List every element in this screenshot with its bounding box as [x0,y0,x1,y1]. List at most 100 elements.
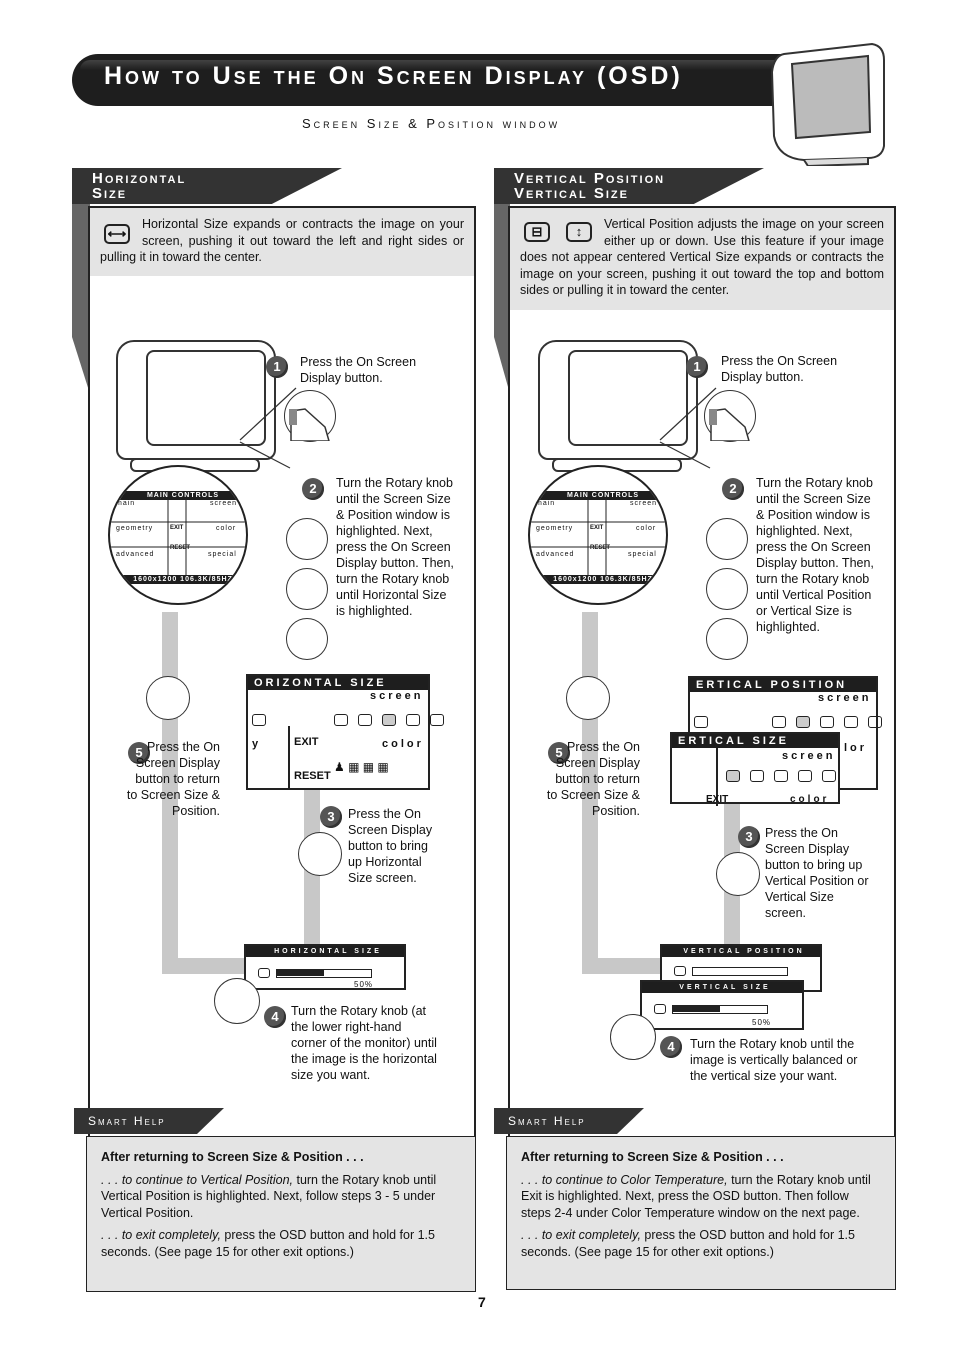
osd-status-bar: 1600x1200 106.3K/85HZ [530,575,666,584]
help-heading: After returning to Screen Size & Positio… [101,1150,364,1164]
osd-main-label: main [536,500,556,507]
title-bar [72,54,792,106]
horizontal-arrows-icon [820,716,834,728]
zoom-lines [239,387,297,469]
intro-text: ⟷ Horizontal Size expands or contracts t… [90,208,474,276]
help-paragraph-2: . . . to exit completely, press the OSD … [521,1227,881,1260]
intro-paragraph: Vertical Position adjusts the image on y… [520,217,884,297]
vertical-arrows-icon [654,1004,666,1014]
horizontal-arrows-icon: ⟷ [104,224,130,244]
osd-window-title: ORIZONTAL SIZE [248,676,428,690]
help-paragraph-1: . . . to continue to Color Temperature, … [521,1172,881,1222]
slider-fill [673,1006,720,1012]
horizontal-arrows-icon [258,968,270,978]
step-number-3: 3 [320,806,342,828]
square-icon [694,716,708,728]
osd-window-title: ERTICAL POSITION [690,678,876,692]
intro-text: ⊟ ↕ Vertical Position adjusts the image … [510,208,894,310]
tab-line: Vertical Position [514,170,666,187]
rotary-knob-icon [706,618,748,660]
step-3-text: Press the On Screen Display button to br… [348,807,433,885]
slider-fill [277,970,324,976]
page-title: How to Use the On Screen Display (OSD) [104,62,683,90]
osd-special-label: special [628,551,657,558]
osd-exit-label: EXIT [590,525,604,531]
help-emphasis: . . . to exit completely, [521,1228,641,1242]
rotary-knob-icon [214,978,260,1024]
osd-screen-label: screen [782,750,836,762]
vertical-position-slider[interactable] [692,967,788,976]
step-2-text: Turn the Rotary knob until the Screen Si… [756,476,874,634]
intro-paragraph: Horizontal Size expands or contracts the… [100,217,464,264]
osd-y-label: y [252,738,259,750]
page-number: 7 [478,1294,486,1310]
bar-percent: 50% [354,980,374,989]
color-preset-icons: ♟ ▦ ▦ ▦ [334,760,389,774]
vertical-position-icon: ⊟ [524,222,550,242]
osd-reset-label: RESET [170,545,191,551]
gear-icon [430,714,444,726]
vertical-position-icon [750,770,764,782]
help-text: press the OSD button and hold for 1.5 se… [101,1228,435,1259]
rotary-knob-icon [610,1014,656,1060]
smart-help-tab: Smart Help [494,1108,644,1134]
tab-line: Size [92,185,128,202]
osd-status-bar: 1600x1200 106.3K/85HZ [110,575,246,584]
tab-line: Horizontal [92,170,187,187]
horizontal-position-icon [844,716,858,728]
step-4-text: Turn the Rotary knob (at the lower right… [291,1004,437,1082]
finger-press-icon [284,390,336,442]
section-tab-horizontal-size: Horizontal Size [72,168,342,204]
osd-divider [288,726,290,790]
osd-icon-row [726,770,836,782]
square-icon [252,714,266,726]
osd-color-label: color [382,738,424,750]
step-number-1: 1 [266,356,288,378]
bar-title: VERTICAL POSITION [662,946,820,957]
monitor-screen [568,350,688,446]
main-controls-zoom: MAIN CONTROLS main screen geometry EXIT … [108,465,248,605]
osd-screen-label: screen [370,690,424,702]
zoom-lines [659,387,717,469]
flow-line [582,958,662,974]
osd-vertical-size-window: ERTICAL SIZE screen EXIT color [670,732,840,806]
horizontal-size-slider[interactable] [276,969,372,978]
smart-help-box: After returning to Screen Size & Positio… [86,1136,476,1292]
osd-geometry-label: geometry [116,525,154,532]
bar-title: HORIZONTAL SIZE [246,946,404,957]
osd-advanced-label: advanced [116,551,155,558]
vertical-size-slider[interactable] [672,1005,768,1014]
osd-icon-row [252,714,444,726]
page-subtitle: Screen Size & Position window [302,116,561,131]
osd-reset-label: RESET [590,545,611,551]
osd-grid-icon [530,499,666,575]
vertical-arrows-icon [726,770,740,782]
osd-screen-label: screen [818,692,872,704]
smart-help-box: After returning to Screen Size & Positio… [506,1136,896,1290]
monitor-illustration-icon [770,42,885,166]
osd-special-label: special [208,551,237,558]
horizontal-arrows-icon [774,770,788,782]
smart-help-tab: Smart Help [74,1108,224,1134]
step-number-2: 2 [722,478,744,500]
flow-line [162,958,248,974]
osd-main-title: MAIN CONTROLS [530,491,666,500]
gear-icon [868,716,882,728]
help-text: turn the Rotary knob until Vertical Posi… [101,1172,437,1220]
osd-main-title: MAIN CONTROLS [110,491,246,500]
rotary-knob-icon [706,518,748,560]
step-1-text: Press the On Screen Display button. [721,354,838,384]
osd-exit-label: EXIT [294,736,319,748]
help-emphasis: . . . to continue to Color Temperature, [521,1172,728,1187]
osd-color-label: color [790,794,830,805]
osd-divider [716,748,718,806]
press-button-icon [716,852,760,896]
osd-color-label: color [636,525,657,532]
osd-window-title: ERTICAL SIZE [672,734,838,748]
step-4-text: Turn the Rotary knob until the image is … [690,1037,858,1083]
step-5-text: Press the On Screen Display button to re… [546,740,640,818]
help-emphasis: . . . to continue to Vertical Position, [101,1172,293,1187]
press-button-icon [566,676,610,720]
vertical-position-icon [674,966,686,976]
vertical-position-icon [358,714,372,726]
